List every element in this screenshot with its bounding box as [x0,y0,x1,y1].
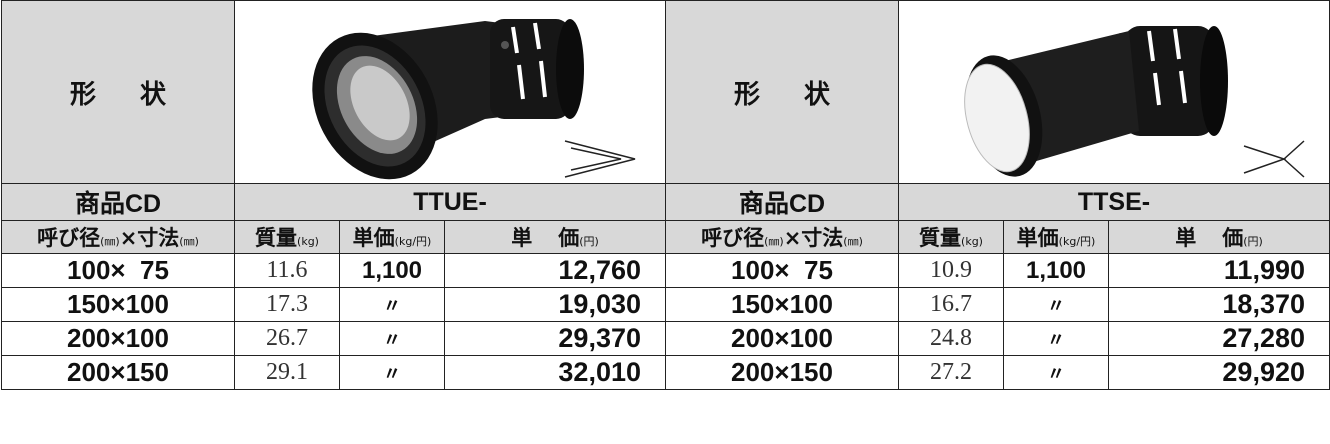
size-cell: 200×150 [665,355,899,390]
unit-price-cell: 〃 [339,287,445,322]
weight-cell: 10.9 [898,253,1004,288]
weight-cell: 17.3 [234,287,340,322]
shape-label-right: 形状 [665,0,899,184]
size-cell: 200×100 [1,321,235,356]
weight-header-left: 質量(kg) [234,220,340,254]
table-row: 200×150 29.1 〃 32,010 200×150 27.2 〃 29,… [1,355,1330,390]
size-cell: 200×150 [1,355,235,390]
price-cell: 12,760 [444,253,666,288]
weight-cell: 27.2 [898,355,1004,390]
shape-label-left: 形状 [1,0,235,184]
product-photo-right [898,0,1330,184]
reducer-photo-left [312,19,636,180]
table-row: 150×100 17.3 〃 19,030 150×100 16.7 〃 18,… [1,287,1330,322]
unit-price-cell: 〃 [1003,287,1109,322]
price-cell: 29,370 [444,321,666,356]
unit-price-cell: 1,100 [1003,253,1109,288]
weight-cell: 26.7 [234,321,340,356]
size-cell: 200×100 [665,321,899,356]
shape-row: 形状 形状 [1,0,1330,184]
weight-cell: 11.6 [234,253,340,288]
price-header-right: 単価(円) [1108,220,1330,254]
unit-price-cell: 1,100 [339,253,445,288]
size-cell: 150×100 [665,287,899,322]
weight-cell: 24.8 [898,321,1004,356]
weight-header-right: 質量(kg) [898,220,1004,254]
header-row: 呼び径(㎜)×寸法(㎜) 質量(kg) 単価(kg/円) 単価(円) 呼び径(㎜… [1,220,1330,254]
size-cell: 150×100 [1,287,235,322]
reducer-socket-end-icon [1243,145,1287,174]
price-cell: 32,010 [444,355,666,390]
reducer-photo-right [964,26,1305,178]
price-cell: 11,990 [1108,253,1330,288]
table-row: 100× 75 11.6 1,100 12,760 100× 75 10.9 1… [1,253,1330,288]
price-cell: 18,370 [1108,287,1330,322]
product-photo-left [234,0,666,184]
code-value-left: TTUE- [234,183,666,221]
table-row: 200×100 26.7 〃 29,370 200×100 24.8 〃 27,… [1,321,1330,356]
size-header-right: 呼び径(㎜)×寸法(㎜) [665,220,899,254]
unit-price-cell: 〃 [1003,321,1109,356]
unit-price-header-left: 単価(kg/円) [339,220,445,254]
size-cell: 100× 75 [1,253,235,288]
price-table: 形状 形状 [1,0,1330,390]
price-cell: 19,030 [444,287,666,322]
unit-price-header-right: 単価(kg/円) [1003,220,1109,254]
size-cell: 100× 75 [665,253,899,288]
reducer-spigot-end-icon [564,140,636,178]
code-value-right: TTSE- [898,183,1330,221]
unit-price-cell: 〃 [339,355,445,390]
weight-cell: 16.7 [898,287,1004,322]
size-header-left: 呼び径(㎜)×寸法(㎜) [1,220,235,254]
code-row: 商品CD TTUE- 商品CD TTSE- [1,183,1330,221]
unit-price-cell: 〃 [1003,355,1109,390]
price-cell: 29,920 [1108,355,1330,390]
weight-cell: 29.1 [234,355,340,390]
code-label-left: 商品CD [1,183,235,221]
price-header-left: 単価(円) [444,220,666,254]
price-cell: 27,280 [1108,321,1330,356]
code-label-right: 商品CD [665,183,899,221]
unit-price-cell: 〃 [339,321,445,356]
